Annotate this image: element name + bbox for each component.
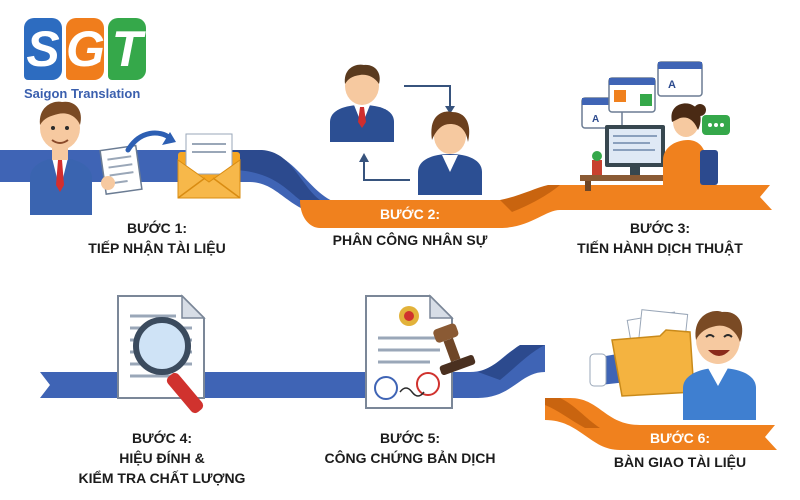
bottom-ribbon-blue: [40, 345, 545, 398]
step-5-text: CÔNG CHỨNG BẢN DỊCH: [324, 450, 496, 466]
step-6-label: BƯỚC 6: BÀN GIAO TÀI LIỆU: [580, 428, 780, 472]
receive-document-icon: [30, 101, 241, 215]
translator-at-computer-icon: A A: [580, 61, 730, 191]
step-2-text: PHÂN CÔNG NHÂN SỰ: [332, 232, 488, 248]
step-2-title: BƯỚC 2:: [379, 206, 441, 222]
logo-letters: S G T: [24, 18, 154, 80]
svg-text:A: A: [592, 114, 599, 125]
step-2-label: BƯỚC 2: PHÂN CÔNG NHÂN SỰ: [310, 204, 510, 250]
top-ribbon-orange-fold: [500, 185, 560, 212]
step-4-text-line-1: HIỆU ĐÍNH &: [119, 450, 205, 466]
step-1-title: BƯỚC 1:: [126, 220, 188, 236]
top-ribbon-blue-fold: [230, 150, 320, 200]
bottom-ribbon-orange-fold: [545, 398, 600, 428]
logo-letter-s: S: [24, 18, 62, 80]
bottom-ribbon-orange: [545, 398, 777, 450]
step-6-title: BƯỚC 6:: [649, 430, 711, 446]
brand-logo: S G T Saigon Translation: [24, 18, 154, 108]
logo-letter-g: G: [66, 18, 105, 80]
step-4-text-line-2: KIỂM TRA CHẤT LƯỢNG: [78, 470, 246, 486]
assign-staff-icon: [330, 64, 482, 195]
step-6-text: BÀN GIAO TÀI LIỆU: [613, 454, 747, 470]
logo-letter-t: T: [108, 18, 146, 80]
brand-subtitle: Saigon Translation: [24, 86, 141, 101]
step-5-title: BƯỚC 5:: [379, 430, 441, 446]
deliver-folder-icon: [589, 309, 756, 420]
step-5-label: BƯỚC 5: CÔNG CHỨNG BẢN DỊCH: [310, 428, 510, 468]
notarized-document-stamp-icon: [365, 294, 476, 409]
step-3-label: BƯỚC 3: TIẾN HÀNH DỊCH THUẬT: [560, 218, 760, 258]
step-4-label: BƯỚC 4: HIỆU ĐÍNH & KIỂM TRA CHẤT LƯỢNG: [62, 428, 262, 488]
step-1-text: TIẾP NHẬN TÀI LIỆU: [88, 240, 226, 256]
svg-text:A: A: [668, 79, 676, 91]
step-4-title: BƯỚC 4:: [131, 430, 193, 446]
bottom-ribbon-blue-fold: [478, 345, 545, 380]
step-1-label: BƯỚC 1: TIẾP NHẬN TÀI LIỆU: [62, 218, 252, 258]
magnifier-document-icon: [117, 294, 206, 414]
top-ribbon-orange: [300, 185, 772, 228]
step-3-title: BƯỚC 3:: [629, 220, 691, 236]
step-3-text: TIẾN HÀNH DỊCH THUẬT: [577, 240, 743, 256]
